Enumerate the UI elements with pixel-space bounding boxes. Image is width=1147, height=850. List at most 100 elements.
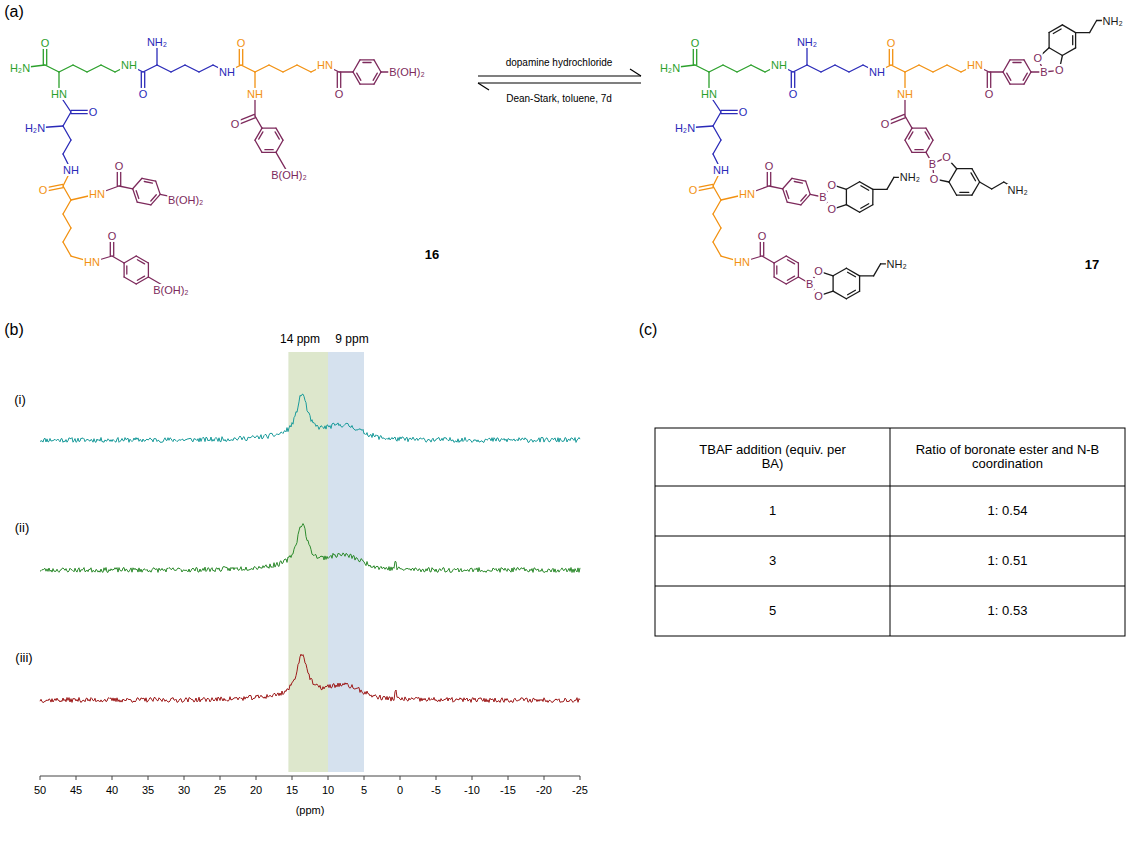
bond-line xyxy=(846,189,847,204)
highlight-band xyxy=(328,352,364,772)
bond-line xyxy=(1003,72,1010,84)
bond-line xyxy=(751,65,765,72)
tick-label: 40 xyxy=(106,784,118,796)
atom-label: B(OH)₂ xyxy=(270,169,307,181)
atom-label: B xyxy=(928,158,937,170)
bond-line xyxy=(374,72,381,84)
atom-label: HN xyxy=(88,188,106,200)
axis-line xyxy=(40,776,580,777)
atom-label: HN xyxy=(50,88,68,100)
atom-label: NH₂ xyxy=(1102,14,1124,26)
bond-line xyxy=(265,149,273,150)
bond-line xyxy=(833,268,846,276)
bond-line xyxy=(63,112,71,126)
axis-tick xyxy=(436,776,437,780)
axis-tick xyxy=(40,776,41,780)
atom-label: HN xyxy=(966,59,984,71)
bond-line xyxy=(283,65,297,72)
bond-line xyxy=(63,214,71,228)
bond-line xyxy=(972,169,980,182)
bond-line xyxy=(1075,33,1076,48)
bond-line xyxy=(972,182,980,195)
reaction-condition: Dean-Stark, toluene, 7d xyxy=(506,93,612,104)
nmr-trace xyxy=(40,524,580,573)
bond-line xyxy=(792,178,806,181)
atom-label: H₂N xyxy=(9,62,31,74)
atom-label: NH xyxy=(246,88,264,100)
bond-line xyxy=(124,277,136,284)
atom-label: O xyxy=(88,106,99,118)
tick-label: 20 xyxy=(250,784,262,796)
tick-label: -5 xyxy=(431,784,441,796)
reaction-condition: dopamine hydrochloride xyxy=(506,57,613,68)
atom-label: O xyxy=(886,37,897,49)
bond-line xyxy=(269,65,283,72)
bond-line xyxy=(695,65,709,72)
bond-line xyxy=(713,186,721,200)
reverse-arrow xyxy=(478,82,641,83)
bond-line xyxy=(713,140,721,154)
bond-line xyxy=(846,205,859,213)
bond-line xyxy=(137,276,144,280)
bond-line xyxy=(833,291,846,299)
bond-line xyxy=(905,128,912,140)
bond-line xyxy=(1072,36,1073,45)
bond-line xyxy=(947,65,961,72)
atom-label: HN xyxy=(738,188,756,200)
table-rule xyxy=(655,486,1125,487)
bond-line xyxy=(787,202,801,205)
compound-number: 17 xyxy=(1085,258,1099,272)
tick-label: -20 xyxy=(536,784,552,796)
bond-line xyxy=(151,194,160,205)
atom-label: O xyxy=(827,203,838,215)
bond-line xyxy=(846,291,859,299)
atom-label: NH xyxy=(896,88,914,100)
bond-line xyxy=(787,276,794,280)
atom-label: O xyxy=(38,184,49,196)
bond-line xyxy=(905,65,919,72)
atom-label: NH xyxy=(712,164,730,176)
axis-tick xyxy=(580,776,581,780)
axis-tick xyxy=(364,776,365,780)
table-cell-text: 1: 0.54 xyxy=(908,504,1108,518)
bond-line xyxy=(807,65,821,72)
atom-label: O xyxy=(107,230,118,242)
bond-line xyxy=(926,140,933,152)
bond-line xyxy=(137,202,151,205)
bond-line xyxy=(793,65,807,72)
bond-line xyxy=(801,194,810,205)
panel-letter: (b) xyxy=(4,321,24,339)
bond-line xyxy=(1023,73,1027,80)
bond-line xyxy=(119,186,133,189)
table-cell-text: 1: 0.51 xyxy=(908,554,1108,568)
bond-line xyxy=(1048,33,1049,48)
bond-line xyxy=(297,65,311,72)
bond-line xyxy=(957,168,972,169)
bond-line xyxy=(1049,48,1062,56)
bond-line xyxy=(126,266,127,274)
bond-line xyxy=(992,182,1004,189)
atom-label: B(OH)₂ xyxy=(388,66,425,78)
axis-unit: (ppm) xyxy=(296,804,325,816)
bond-line xyxy=(887,177,894,189)
bond-line xyxy=(142,178,156,181)
bond-line xyxy=(73,65,87,72)
bond-line xyxy=(774,277,786,284)
bond-line xyxy=(786,191,789,199)
atom-label: O xyxy=(880,118,891,130)
tick-label: 0 xyxy=(397,784,403,796)
bond-line xyxy=(63,126,71,140)
tick-label: -25 xyxy=(572,784,588,796)
atom-label: O xyxy=(688,184,699,196)
atom-label: O xyxy=(114,160,125,172)
axis-tick xyxy=(508,776,509,780)
bond-line xyxy=(798,263,799,277)
table-cell-text: Ratio of boronate ester and N-B coordina… xyxy=(900,443,1115,472)
table-rule xyxy=(655,586,1125,587)
bond-line xyxy=(860,275,874,276)
atom-label: O xyxy=(813,290,824,302)
bond-line xyxy=(861,186,869,191)
table-cell-text: 1 xyxy=(673,504,873,518)
axis-tick xyxy=(112,776,113,780)
